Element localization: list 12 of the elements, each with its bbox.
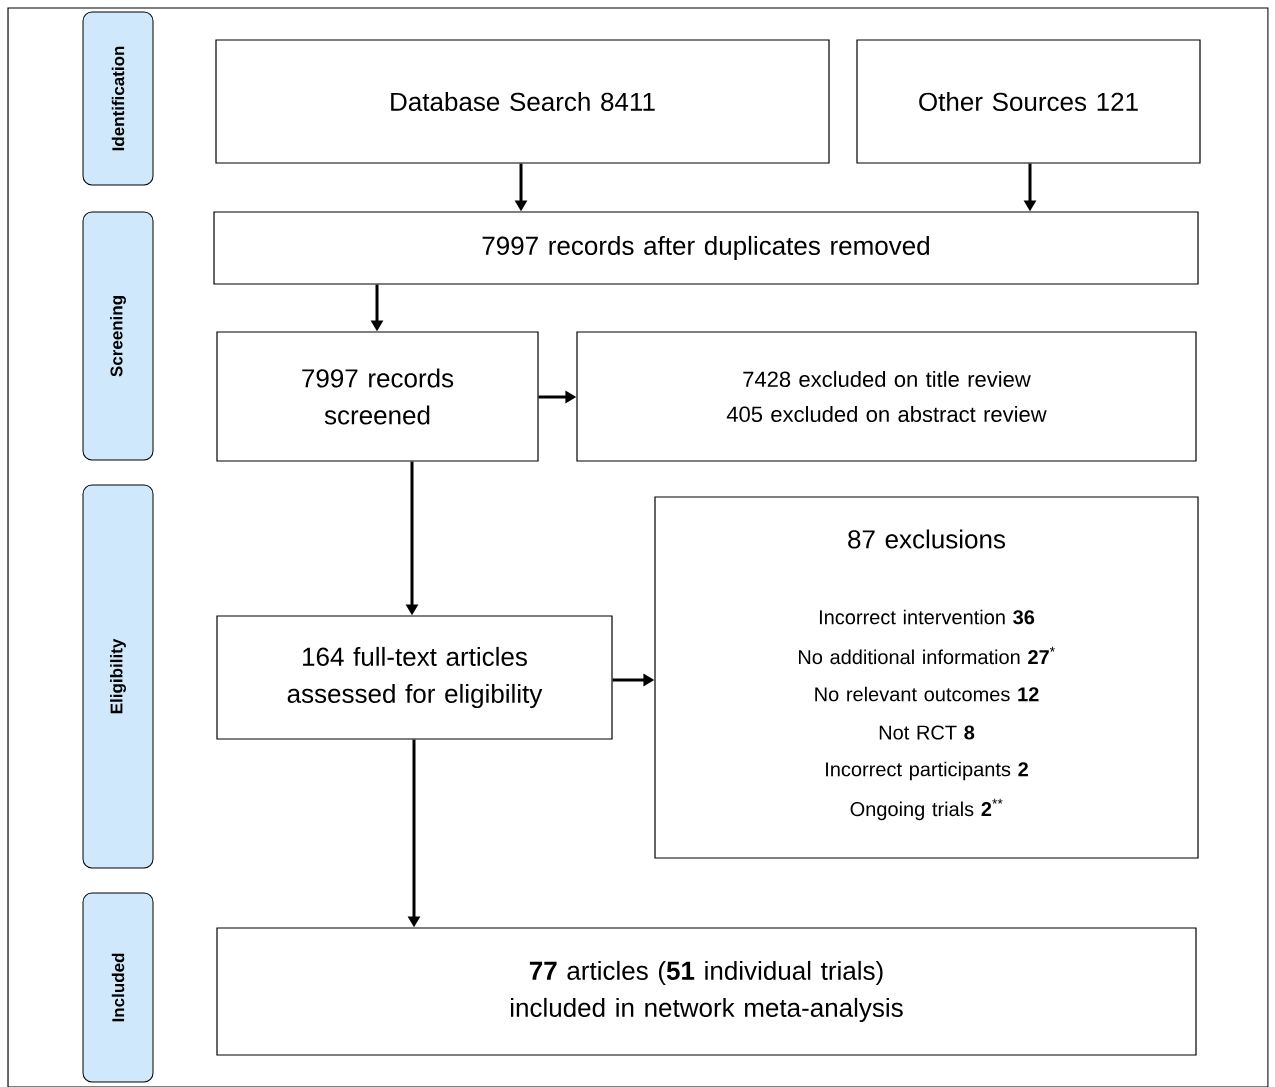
process-box: 164 full-text articles assessed for eligibility [216, 615, 613, 740]
process-box: 7428 excluded on title review 405 excluded on abstract review [576, 331, 1197, 462]
stage-band: Identification [82, 11, 154, 186]
process-box: 7997 records after duplicates removed [213, 211, 1199, 285]
process-box: 7997 records screened [216, 331, 539, 462]
stage-band: Screening [82, 211, 154, 461]
exclusions-box: 87 exclusions Incorrect intervention 36 No additional information 27$^{*}$ No relevant outcomes 12 Not RCT 8 Incorrect participants 2 Ongoing trials 2$^{**}$ [654, 496, 1199, 859]
process-box: Database Search 8411 [215, 39, 830, 164]
process-box: Other Sources 121 [856, 39, 1201, 164]
stage-band: Included [82, 892, 154, 1083]
stage-band: Eligibility [82, 484, 154, 869]
process-box: 77 articles (51 individual trials) included in network meta-analysis [216, 927, 1197, 1056]
